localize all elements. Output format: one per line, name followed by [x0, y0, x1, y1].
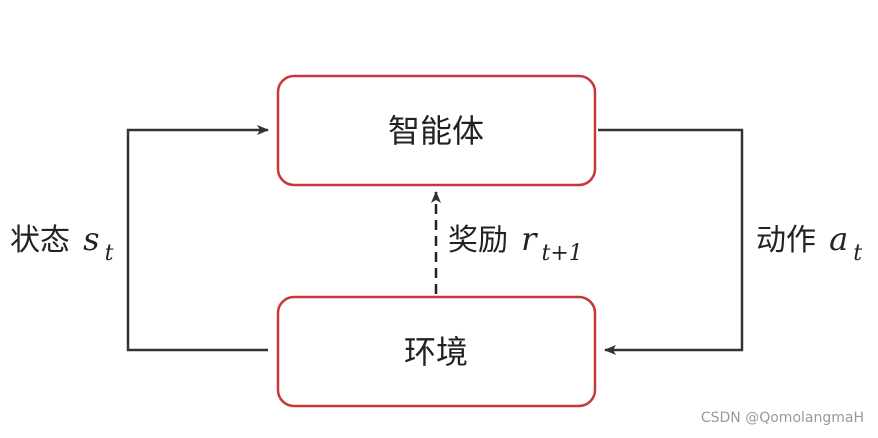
reward-edge-label: 奖励 r t+1	[448, 220, 583, 266]
watermark: CSDN @QomolangmaH	[700, 410, 864, 426]
action-edge	[598, 128, 744, 355]
environment-label: 环境	[404, 333, 468, 371]
agent-label: 智能体	[388, 112, 484, 150]
environment-node: 环境	[276, 295, 597, 408]
action-edge-label: 动作 a t	[756, 220, 862, 266]
state-edge	[126, 125, 269, 352]
state-edge-label: 状态 s t	[10, 220, 114, 266]
agent-node: 智能体	[276, 74, 597, 187]
